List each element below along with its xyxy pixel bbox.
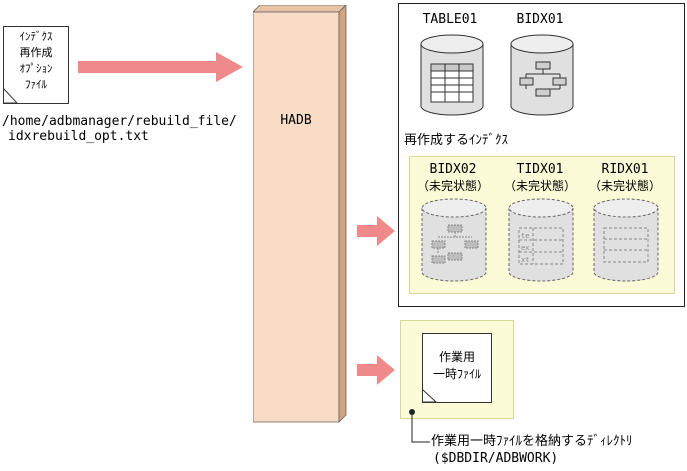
index-status-tidx01: （未完状態）	[503, 179, 576, 193]
server-name: HADB	[280, 113, 312, 128]
input-file-path-line-2: idxrebuild_opt.txt	[8, 129, 149, 144]
svg-text:ex: ex	[521, 244, 529, 252]
directory-leader-line	[409, 409, 430, 443]
hadb-server-block	[253, 5, 347, 423]
work-directory-path: ($DBDIR/ADBWORK)	[433, 451, 559, 466]
index-name-bidx01: BIDX01	[516, 12, 564, 27]
work-directory-label: 作業用一時ﾌｧｲﾙを格納するﾃﾞｨﾚｸﾄﾘ	[431, 434, 633, 449]
arrow-input-to-server	[78, 52, 243, 82]
svg-text:xt: xt	[521, 256, 529, 264]
file-label-line-2: 再作成	[19, 46, 53, 59]
index-name-bidx02: BIDX02	[429, 162, 477, 177]
work-file-label-line-2: 一時ﾌｧｲﾙ	[432, 367, 481, 381]
work-file-dog-ear-icon	[422, 389, 438, 403]
btree-index-incomplete-icon	[421, 198, 487, 282]
svg-text:te: te	[521, 232, 529, 240]
file-label-line-4: ﾌｧｲﾙ	[25, 78, 47, 91]
input-file-path-line-1: /home/adbmanager/rebuild_file/	[2, 114, 237, 129]
index-status-ridx01: （未完状態）	[588, 179, 661, 193]
index-name-ridx01: RIDX01	[601, 162, 649, 177]
btree-index-icon	[510, 34, 574, 116]
file-label-line-3: ｵﾌﾟｼｮﾝ	[19, 62, 53, 75]
index-status-bidx02: （未完状態）	[416, 179, 489, 193]
file-label-line-1: ｲﾝﾃﾞｸｽ	[19, 30, 53, 43]
table-name-table01: TABLE01	[422, 12, 478, 27]
index-name-tidx01: TIDX01	[516, 162, 564, 177]
rebuild-section-label: 再作成するｲﾝﾃﾞｸｽ	[404, 133, 509, 148]
range-index-incomplete-icon	[593, 198, 659, 282]
table-grid-icon	[420, 34, 484, 116]
arrow-server-to-database	[357, 216, 395, 246]
text-index-incomplete-icon: te ex xt	[508, 198, 574, 282]
dog-ear-fold-icon	[3, 88, 19, 104]
work-temp-file: 作業用 一時ﾌｧｲﾙ	[422, 333, 492, 403]
index-rebuild-option-file: ｲﾝﾃﾞｸｽ 再作成 ｵﾌﾟｼｮﾝ ﾌｧｲﾙ	[3, 26, 69, 104]
arrow-server-to-work-dir	[357, 355, 395, 385]
work-file-label-line-1: 作業用	[438, 350, 475, 364]
